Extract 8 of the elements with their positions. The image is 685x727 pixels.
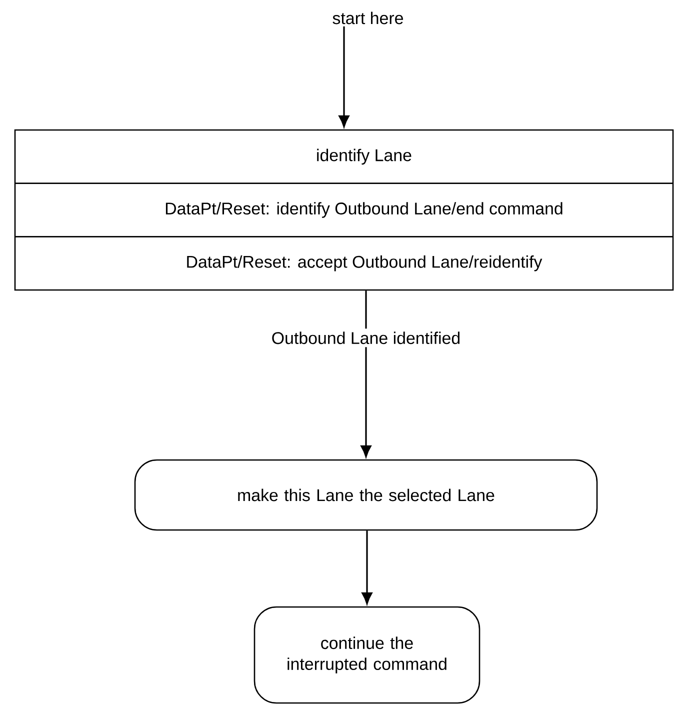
state-box: identify Lane DataPt/Reset: identify Outbound Lane/end command DataPt/Reset: accept Outbound Lane/reidentify	[14, 129, 674, 291]
arrow	[362, 530, 372, 604]
arrow	[338, 26, 350, 128]
edge-label: Outbound Lane identified	[268, 328, 464, 348]
arrow	[360, 290, 372, 458]
start-label: start here	[332, 12, 403, 24]
action-box: make this Lane the selected Lane	[134, 459, 598, 531]
action-box: continue the interrupted command	[254, 606, 480, 704]
